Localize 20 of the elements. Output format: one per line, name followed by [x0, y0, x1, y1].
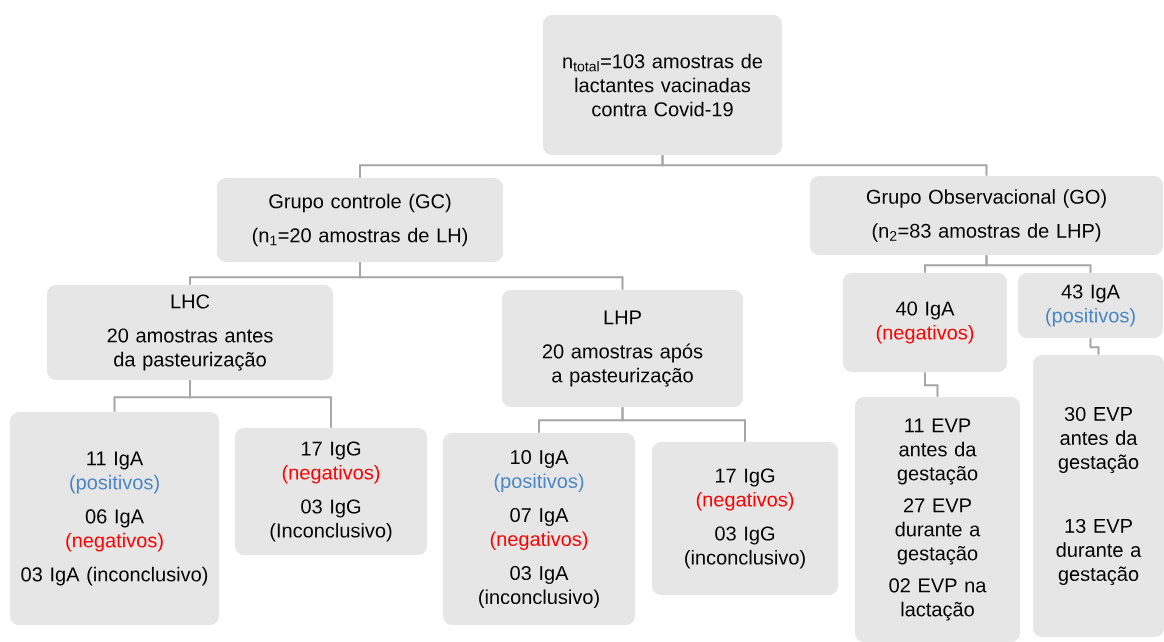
connector — [1089, 337, 1100, 356]
process-box: 11 EVP antes da gestação 27 EVP durante a gestação 02 EVP na lactação — [855, 397, 1020, 642]
connector — [621, 406, 746, 443]
connector — [359, 261, 624, 291]
process-box: 30 EVP antes da gestação 13 EVP durante a gestação — [1033, 355, 1164, 637]
connector — [924, 371, 939, 398]
process-box: 17 IgG (negativos) 03 IgG (inconclusivo) — [652, 442, 838, 595]
process-box: Grupo controle (GC) (n$_{1}$=20 amostras de LH) — [217, 178, 503, 262]
process-box: 40 IgA (negativos) — [843, 273, 1007, 372]
process-box: LHC 20 amostras antes da pasteurização — [47, 285, 333, 380]
process-box: LHP 20 amostras após a pasteurização — [502, 290, 743, 407]
process-box: n$_{total}$=103 amostras de lactantes vacinadas contra Covid-19 — [543, 15, 782, 155]
process-box: Grupo Observacional (GO) (n$_{2}$=83 amostras de LHP) — [810, 176, 1163, 255]
connector — [661, 154, 988, 177]
process-box: 43 IgA (positivos) — [1018, 273, 1163, 338]
process-box: 11 IgA (positivos) 06 IgA (negativos) 03 IgA (inconclusivo) — [10, 412, 219, 625]
connector — [985, 254, 1092, 274]
connector — [189, 379, 332, 429]
process-box: 17 IgG (negativos) 03 IgG (Inconclusivo) — [235, 428, 427, 555]
process-box: 10 IgA (positivos) 07 IgA (negativos) 03 IgA (inconclusivo) — [443, 433, 635, 625]
